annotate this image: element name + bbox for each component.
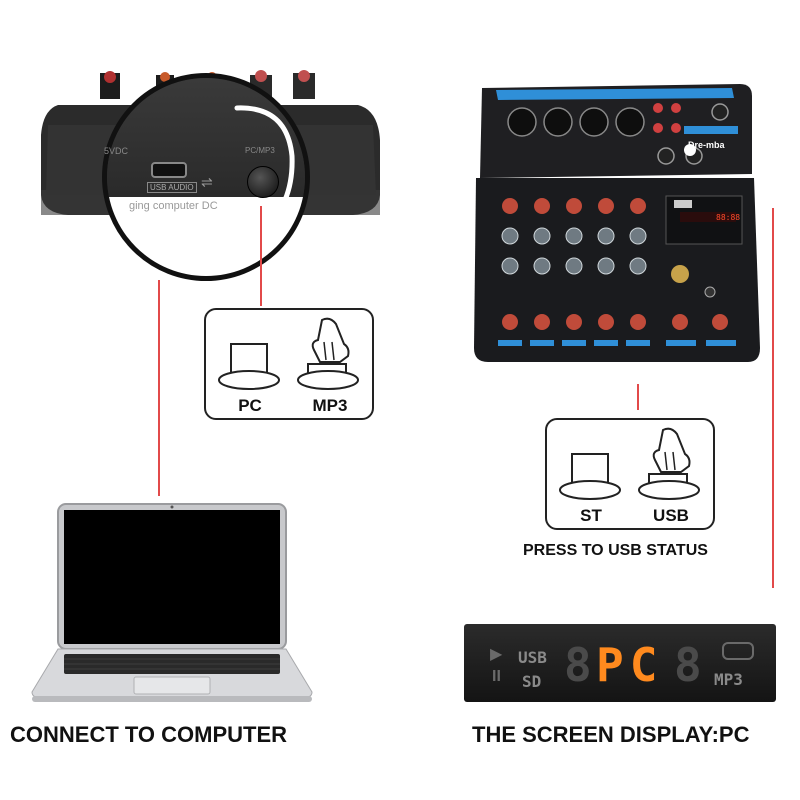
side-label-5vdc: 5VDC	[104, 146, 129, 156]
connector-line-left-button	[260, 206, 262, 306]
connector-line-mixer-panel	[637, 384, 639, 410]
play-icon: ▶	[490, 646, 503, 663]
switch-label: PC/MP3	[245, 146, 275, 155]
caption-screen-display: THE SCREEN DISPLAY:PC	[472, 722, 750, 747]
repeat-icon	[722, 642, 754, 660]
instruction-press-to-usb: PRESS TO USB STATUS	[523, 542, 708, 559]
button-released-icon-2	[559, 453, 621, 500]
screen-display-panel: ▶ II USB SD 8 PC 8 MP3	[464, 624, 776, 702]
mixer-display-text: 88:88	[716, 213, 741, 222]
option-st-label: ST	[580, 506, 602, 525]
xlr-jacks	[507, 107, 645, 137]
display-digits-pc: PC	[596, 638, 664, 692]
usb-audio-label: USB AUDIO	[147, 182, 197, 193]
channel-strips	[498, 198, 736, 346]
hand-pressing-icon-2	[638, 427, 700, 500]
laptop-illustration	[22, 496, 322, 706]
mp3-indicator: MP3	[714, 670, 743, 689]
pc-mp3-push-button[interactable]	[247, 166, 279, 198]
magnifier-circle: USB AUDIO ⇌ ging computer DC PC/MP3	[102, 73, 310, 281]
option-usb-label: USB	[653, 506, 689, 525]
option-pc-label: PC	[238, 396, 262, 415]
digit-ghost-2: 8	[674, 638, 702, 692]
digit-ghost-1: 8	[564, 638, 592, 692]
caption-connect-to-computer: CONNECT TO COMPUTER	[10, 722, 288, 747]
pc-mp3-switch-panel: PC MP3	[204, 308, 374, 420]
sd-indicator: SD	[522, 672, 542, 691]
mixer-brand-label: Dre-mba	[688, 140, 725, 150]
mixer-device: Dre-mba 88:88	[470, 78, 762, 368]
white-arc-arrow	[234, 105, 295, 203]
option-mp3-label: MP3	[312, 396, 348, 415]
pause-icon: II	[492, 668, 501, 685]
st-usb-switch-panel: ST USB	[545, 418, 715, 530]
usb-indicator: USB	[518, 648, 547, 667]
hand-pressing-icon	[297, 317, 359, 390]
button-released-icon	[218, 343, 280, 390]
connector-line-left-laptop	[158, 280, 160, 496]
usb-symbol-icon: ⇌	[201, 174, 213, 190]
usb-port	[151, 162, 187, 178]
bottom-label: ging computer DC	[129, 200, 218, 212]
connector-line-right-display	[772, 208, 774, 588]
